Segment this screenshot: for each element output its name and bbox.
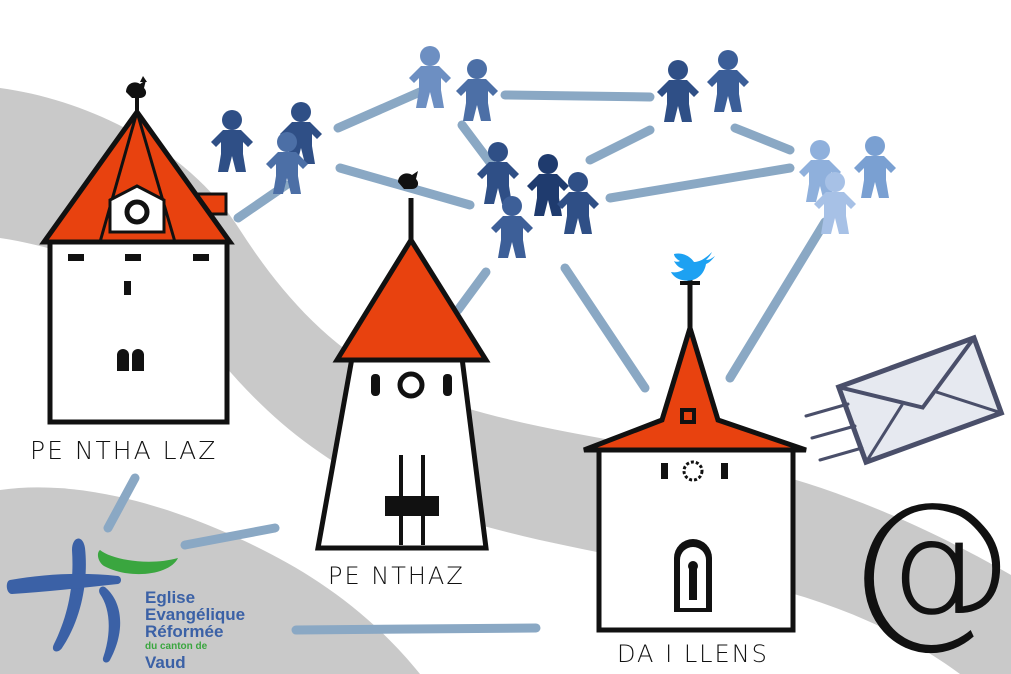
label-daillens: DA I LLENS [617,640,769,668]
rooster-weathervane-icon [126,76,147,98]
network-lines [103,87,830,635]
rooster-weathervane-icon [398,171,419,189]
envelope-icon [804,334,1005,466]
twitter-bird-icon [671,252,715,281]
penthalaz-church [39,76,235,425]
daillens-church [583,268,807,633]
eerv-logo-text-reformee: Réformée [145,622,224,641]
label-penthalaz: PE NTHA LAZ [30,436,218,465]
label-penthaz: PE NTHAZ [328,562,465,590]
at-symbol: @ [846,466,1011,662]
eerv-logo-text-evangelique: Evangélique [145,605,246,624]
eerv-logo-mark [6,538,178,663]
eerv-logo-text-canton: du canton de [145,641,208,652]
eerv-logo-text-vaud: Vaud [145,653,186,672]
eerv-logo-text-eglise: Eglise [145,588,196,607]
penthaz-church [315,171,491,551]
